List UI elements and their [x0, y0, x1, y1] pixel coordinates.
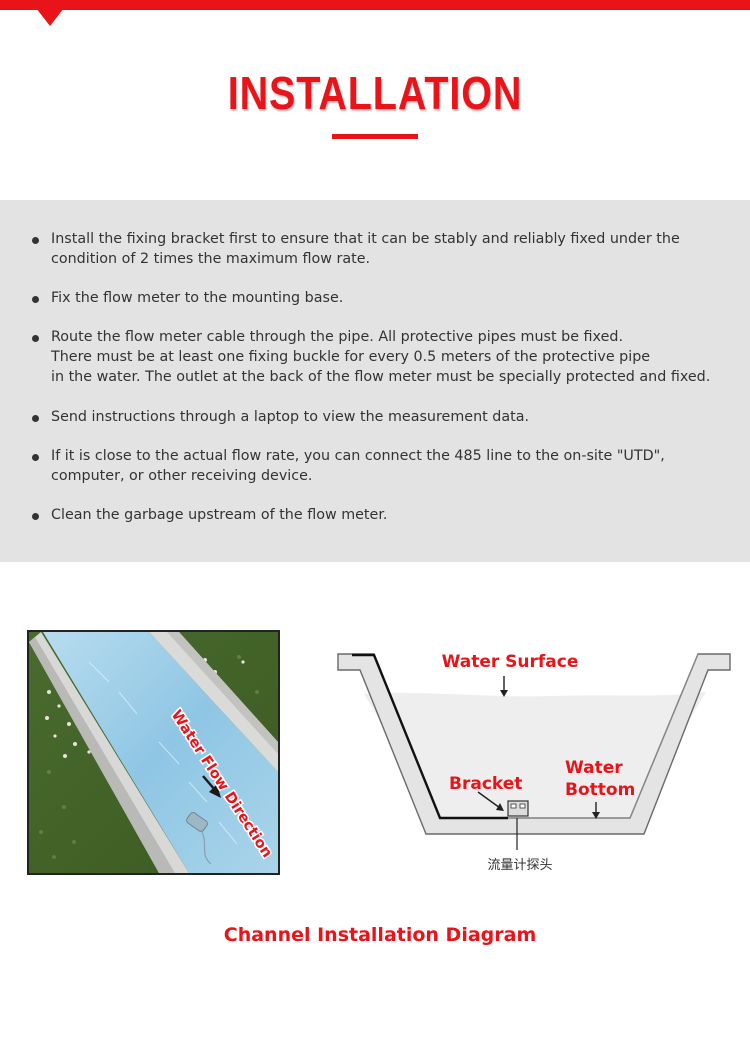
top-red-bar [0, 0, 750, 10]
bullet-dot-icon [32, 415, 39, 422]
bullet-dot-icon [32, 513, 39, 520]
water-surface-label: Water Surface [442, 652, 579, 672]
list-item: Clean the garbage upstream of the flow m… [30, 505, 740, 525]
water-bottom-label-line2: Bottom [565, 780, 635, 800]
list-item: Send instructions through a laptop to vi… [30, 407, 740, 427]
bullet-dot-icon [32, 237, 39, 244]
bullet-dot-icon [32, 296, 39, 303]
probe-label: 流量计探头 [487, 858, 552, 873]
channel-photo-illustration: Water Flow Direction [29, 632, 278, 873]
water-bottom-label-line1: Water [565, 758, 623, 778]
diagram-caption: Channel Installation Diagram [223, 924, 537, 946]
page-title: INSTALLATION [227, 67, 523, 119]
channel-cross-section-diagram: Water Surface Bracket Water Bottom 流量计探头 [330, 640, 740, 880]
instructions-list: Install the fixing bracket first to ensu… [30, 229, 740, 544]
list-item: Route the flow meter cable through the p… [30, 327, 740, 387]
list-item: Install the fixing bracket first to ensu… [30, 229, 740, 269]
bracket-label: Bracket [449, 774, 522, 794]
list-item: Fix the flow meter to the mounting base. [30, 288, 740, 308]
bullet-dot-icon [32, 454, 39, 461]
cross-section-svg: Water Surface Bracket Water Bottom 流量计探头 [337, 652, 731, 873]
list-item: If it is close to the actual flow rate, … [30, 446, 740, 486]
channel-photo: Water Flow Direction [27, 630, 280, 875]
top-notch-marker [36, 8, 64, 26]
instructions-panel [0, 200, 750, 562]
title-underline [332, 134, 418, 139]
bullet-dot-icon [32, 335, 39, 342]
